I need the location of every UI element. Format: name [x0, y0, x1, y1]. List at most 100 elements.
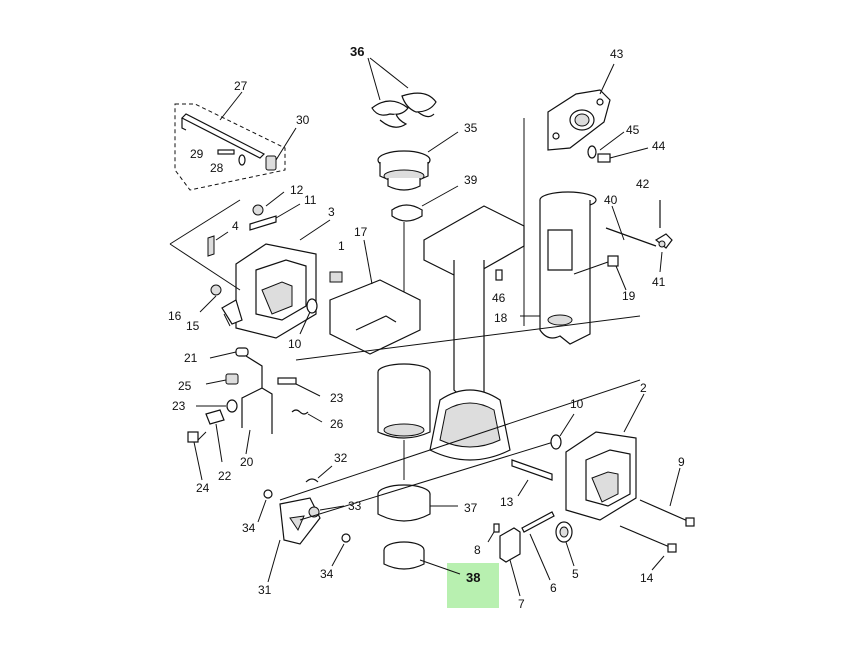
- part-39-band[interactable]: [390, 204, 424, 222]
- label-23a: 23: [330, 391, 344, 405]
- part-44-bolt[interactable]: [597, 147, 649, 163]
- label-34b: 34: [320, 567, 334, 581]
- label-42: 42: [636, 177, 650, 191]
- label-45: 45: [626, 123, 640, 137]
- part-40-rod[interactable]: [605, 227, 657, 247]
- part-17-plate[interactable]: [329, 279, 421, 355]
- part-11-plate[interactable]: [249, 215, 277, 231]
- label-34a: 34: [242, 521, 256, 535]
- part-32-spring[interactable]: [305, 478, 319, 483]
- part-43-bracket[interactable]: [547, 89, 611, 151]
- part-37-bushing[interactable]: [377, 484, 431, 522]
- label-4: 4: [232, 219, 239, 233]
- label-20: 20: [240, 455, 254, 469]
- part-34-bolt-lower[interactable]: [341, 533, 351, 543]
- label-8: 8: [474, 543, 481, 557]
- label-36: 36: [350, 44, 364, 59]
- part-31-lever[interactable]: [279, 497, 321, 545]
- label-39: 39: [464, 173, 478, 187]
- part-22-bracket[interactable]: [205, 409, 225, 425]
- label-16: 16: [168, 309, 182, 323]
- label-25: 25: [178, 379, 192, 393]
- label-26: 26: [330, 417, 344, 431]
- label-12: 12: [290, 183, 304, 197]
- part-10-washer-right[interactable]: [550, 434, 562, 450]
- part-35-bushing[interactable]: [377, 150, 431, 191]
- part-41-clamp[interactable]: [654, 233, 673, 249]
- part-46-pin[interactable]: [495, 269, 503, 281]
- drive-shaft-housing[interactable]: [423, 205, 525, 461]
- part-19-bolt[interactable]: [573, 255, 619, 275]
- label-30: 30: [296, 113, 310, 127]
- part-28-washer[interactable]: [238, 154, 246, 166]
- label-15: 15: [186, 319, 200, 333]
- label-2: 2: [640, 381, 647, 395]
- part-26-spring[interactable]: [291, 409, 309, 415]
- label-40: 40: [604, 193, 618, 207]
- label-3: 3: [328, 205, 335, 219]
- label-43: 43: [610, 47, 624, 61]
- part-15-lever[interactable]: [221, 299, 243, 325]
- label-38: 38: [466, 570, 480, 585]
- part-38-seal[interactable]: [383, 541, 425, 570]
- label-9: 9: [678, 455, 685, 469]
- part-24-bolt[interactable]: [187, 431, 199, 443]
- label-27: 27: [234, 79, 248, 93]
- label-10b: 10: [570, 397, 584, 411]
- part-29-pin[interactable]: [217, 149, 235, 155]
- part-2-clamp-bracket[interactable]: [565, 431, 637, 521]
- part-16-nut[interactable]: [210, 284, 222, 296]
- label-37: 37: [464, 501, 478, 515]
- label-22: 22: [218, 469, 232, 483]
- part-9-bolt[interactable]: [639, 499, 695, 527]
- label-46: 46: [492, 291, 506, 305]
- label-13: 13: [500, 495, 514, 509]
- part-13-pin[interactable]: [511, 459, 553, 481]
- part-5-bushing[interactable]: [555, 521, 573, 543]
- part-27-rod[interactable]: [180, 113, 266, 159]
- part-23-pin-lower[interactable]: [226, 399, 238, 413]
- label-21: 21: [184, 351, 198, 365]
- part-12-nut[interactable]: [252, 204, 264, 216]
- label-35: 35: [464, 121, 478, 135]
- label-31: 31: [258, 583, 272, 597]
- part-6-spring[interactable]: [521, 511, 555, 533]
- part-3-clamp-bracket[interactable]: [235, 243, 317, 339]
- part-38-highlight: [447, 563, 499, 608]
- label-14: 14: [640, 571, 654, 585]
- label-28: 28: [210, 161, 224, 175]
- label-10a: 10: [288, 337, 302, 351]
- part-10-washer-left[interactable]: [306, 298, 318, 314]
- part-4-plate[interactable]: [207, 235, 215, 257]
- part-45-washer[interactable]: [587, 145, 597, 159]
- label-23b: 23: [172, 399, 186, 413]
- part-27-group-outline: [174, 103, 286, 191]
- label-33: 33: [348, 499, 362, 513]
- part-18-swivel-housing[interactable]: [539, 191, 597, 345]
- label-24: 24: [196, 481, 210, 495]
- label-6: 6: [550, 581, 557, 595]
- part-30-knob[interactable]: [265, 155, 277, 171]
- part-36-clips[interactable]: [371, 92, 437, 128]
- part-20-rod[interactable]: [241, 355, 273, 434]
- part-34-bolt-upper[interactable]: [263, 489, 273, 499]
- label-29: 29: [190, 147, 204, 161]
- part-25-knob[interactable]: [225, 373, 239, 385]
- part-23-pin-upper[interactable]: [277, 377, 297, 385]
- part-21-grip[interactable]: [235, 347, 249, 357]
- label-7: 7: [518, 597, 525, 611]
- part-7-lever[interactable]: [499, 527, 521, 563]
- label-44: 44: [652, 139, 666, 153]
- label-5: 5: [572, 567, 579, 581]
- part-8-pin[interactable]: [493, 523, 500, 533]
- label-41: 41: [652, 275, 666, 289]
- label-32: 32: [334, 451, 348, 465]
- label-19: 19: [622, 289, 636, 303]
- label-17: 17: [354, 225, 368, 239]
- lower-cylinder[interactable]: [377, 363, 431, 439]
- label-11: 11: [304, 193, 317, 207]
- part-1-tag[interactable]: [329, 271, 343, 283]
- part-14-bolt[interactable]: [619, 525, 677, 553]
- label-18: 18: [494, 311, 508, 325]
